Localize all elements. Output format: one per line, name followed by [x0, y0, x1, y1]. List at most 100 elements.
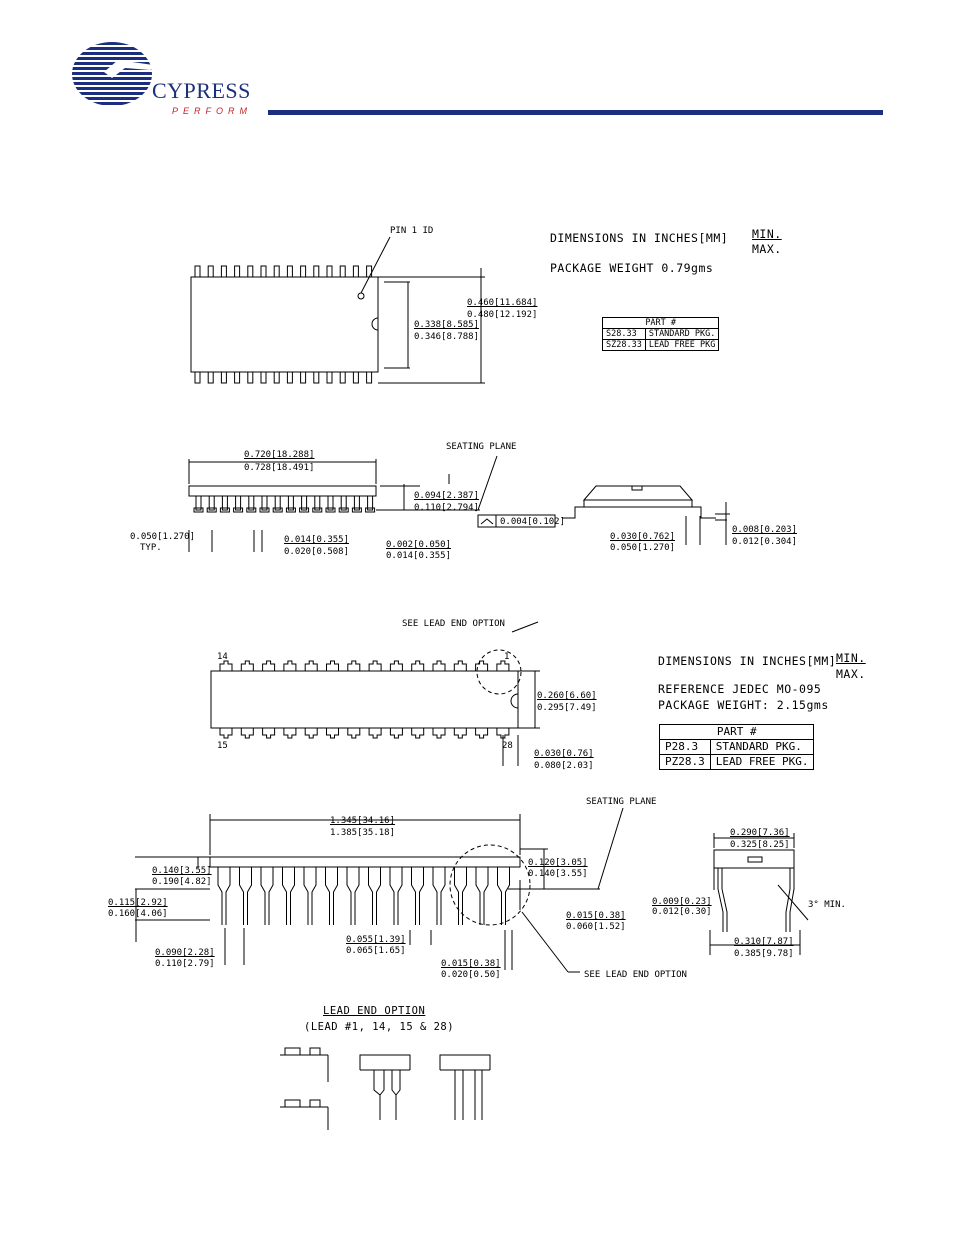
package-lead: [286, 265, 293, 278]
package-lead: [248, 495, 255, 511]
soic-min: MIN.: [752, 227, 782, 241]
package-lead: [411, 660, 425, 671]
package-lead: [301, 495, 308, 511]
package-lead: [260, 867, 274, 925]
package-lead: [300, 265, 307, 278]
package-lead: [194, 371, 201, 384]
dim-label: 0.310[7.87]: [734, 937, 794, 947]
see-lead-label: SEE LEAD END OPTION: [402, 619, 505, 629]
soic-weight: PACKAGE WEIGHT 0.79gms: [550, 261, 714, 275]
package-lead: [496, 660, 510, 671]
package-lead: [453, 660, 467, 671]
package-lead: [193, 507, 204, 513]
package-lead: [313, 265, 320, 278]
dim-label: 0.480[12.192]: [467, 310, 538, 320]
package-lead: [283, 660, 297, 671]
logo-brand: CYPRESS: [152, 78, 251, 103]
package-lead: [283, 728, 297, 739]
dim-label: 0.050[1.270]: [610, 543, 676, 553]
soic-body-outline: [190, 276, 379, 373]
dim-label: 0.014[0.355]: [284, 535, 350, 545]
soic-pin1-label: PIN 1 ID: [390, 226, 434, 236]
pin-number: 1: [504, 652, 510, 662]
package-lead: [273, 371, 280, 384]
dim-label: 0.260[6.60]: [537, 691, 597, 701]
package-lead: [326, 265, 333, 278]
package-lead: [475, 728, 489, 739]
package-lead: [340, 495, 347, 511]
package-lead: [351, 507, 362, 513]
dim-label: 0.015[0.38]: [566, 911, 626, 921]
dim-label: 0.346[8.788]: [414, 332, 480, 342]
dip-max: MAX.: [836, 667, 866, 681]
table-cell: PZ28.3: [659, 754, 711, 770]
pin-number: 28: [502, 741, 513, 751]
package-lead: [262, 660, 276, 671]
package-lead: [272, 507, 283, 513]
logo-tagline: PERFORM: [172, 106, 252, 116]
package-lead: [260, 371, 267, 384]
dim-label: 0.020[0.508]: [284, 547, 350, 557]
package-lead: [285, 507, 296, 513]
lead-end-title: LEAD END OPTION: [323, 1005, 426, 1017]
package-lead: [326, 371, 333, 384]
table-cell: P28.3: [659, 739, 711, 755]
seating-plane-label: SEATING PLANE: [586, 797, 657, 807]
dip-table-header: PART #: [658, 724, 815, 740]
package-lead: [217, 867, 231, 925]
package-lead: [219, 507, 230, 513]
dim-label: 0.338[8.585]: [414, 320, 480, 330]
package-lead: [352, 265, 359, 278]
package-lead: [339, 265, 346, 278]
pin-number: 15: [217, 741, 228, 751]
package-lead: [312, 507, 323, 513]
dim-label: 0.020[0.50]: [441, 970, 501, 980]
package-lead: [304, 660, 318, 671]
package-lead: [240, 728, 254, 739]
package-lead: [259, 507, 270, 513]
package-lead: [304, 728, 318, 739]
dim-label: 0.290[7.36]: [730, 828, 790, 838]
package-lead: [282, 867, 295, 925]
package-lead: [432, 728, 446, 739]
package-lead: [453, 728, 467, 739]
package-lead: [303, 867, 317, 925]
dim-label: 0.008[0.203]: [732, 525, 798, 535]
package-lead: [239, 867, 252, 925]
package-lead: [347, 660, 361, 671]
table-cell: STANDARD PKG.: [709, 739, 815, 755]
package-lead: [219, 660, 233, 671]
dim-label: 0.110[2.794]: [414, 503, 480, 513]
dim-label: 0.014[0.355]: [386, 551, 452, 561]
dim-label: 0.012[0.30]: [652, 907, 712, 917]
dip-dims-title: DIMENSIONS IN INCHES[MM]: [658, 654, 837, 668]
dim-label: 0.002[0.050]: [386, 540, 452, 550]
table-cell: LEAD FREE PKG.: [709, 754, 815, 770]
package-lead: [300, 371, 307, 384]
dim-label: 0.012[0.304]: [732, 537, 798, 547]
package-lead: [352, 371, 359, 384]
dim-label: 1.345[34.16]: [330, 816, 396, 826]
dim-label: 0.090[2.28]: [155, 948, 215, 958]
dip-min: MIN.: [836, 651, 866, 665]
angle-label: 3° MIN.: [808, 900, 846, 910]
pin-number: 14: [217, 652, 228, 662]
package-lead: [206, 507, 217, 513]
dim-label: 0.030[0.76]: [534, 749, 594, 759]
package-lead: [220, 371, 227, 384]
dim-label: 0.060[1.52]: [566, 922, 626, 932]
table-cell: S28.33: [602, 328, 646, 340]
package-lead: [240, 660, 254, 671]
package-lead: [411, 867, 424, 925]
package-lead: [325, 507, 336, 513]
dim-label: 0.115[2.92]: [108, 898, 168, 908]
dim-label: 0.720[18.288]: [244, 450, 315, 460]
package-lead: [327, 495, 334, 511]
